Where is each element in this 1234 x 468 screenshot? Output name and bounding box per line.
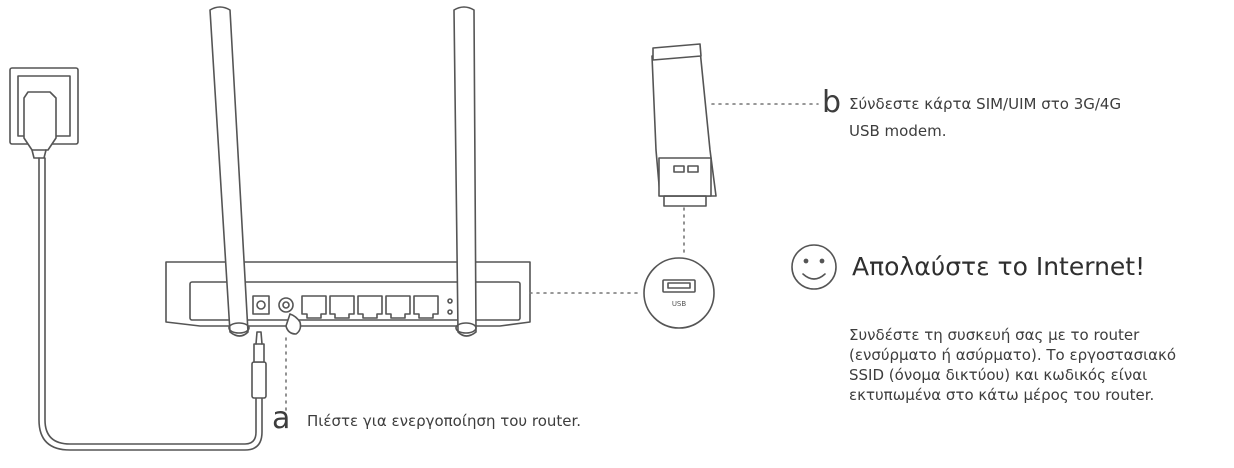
antenna-left <box>209 6 250 337</box>
usb-port-zoom <box>643 257 715 329</box>
dc-plug <box>251 331 267 399</box>
power-adapter <box>23 91 57 159</box>
enjoy-title: Απολαύστε το Internet! <box>852 252 1146 281</box>
finger <box>285 313 302 335</box>
enjoy-body: Συνδέστε τη συσκευή σας με το router (εν… <box>849 326 1177 404</box>
smiley-icon <box>791 244 837 290</box>
power-cable <box>38 157 263 451</box>
step-b-caption-line1: Σύνδεστε κάρτα SIM/UIM στο 3G/4G <box>849 95 1122 113</box>
usb-modem <box>651 43 717 207</box>
power-jack <box>252 295 270 315</box>
antenna-right <box>453 6 477 337</box>
ethernet-ports <box>301 295 439 319</box>
step-a-letter: a <box>272 401 291 436</box>
step-b-letter: b <box>822 85 842 120</box>
usb-port-label: USB <box>672 300 687 308</box>
router <box>165 261 531 335</box>
step-b-caption-line2: USB modem. <box>849 122 947 140</box>
step-a-caption: Πιέστε για ενεργοποίηση του router. <box>307 412 582 430</box>
power-button <box>278 297 294 313</box>
